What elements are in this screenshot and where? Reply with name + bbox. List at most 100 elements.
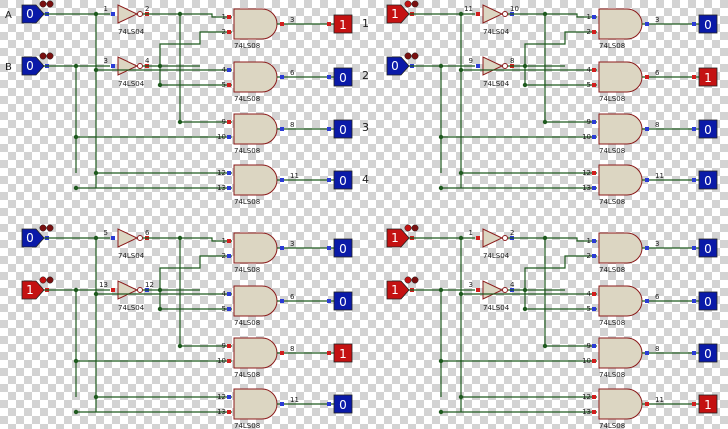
pin-high-marker (227, 359, 231, 363)
probe-led-icon (39, 276, 47, 284)
and-part-label: 74LS08 (234, 266, 260, 274)
and-pin-in-2: 13 (582, 184, 591, 192)
pin-low-marker (280, 299, 284, 303)
probe-led-icon (404, 0, 412, 8)
pin-high-marker (227, 15, 231, 19)
input-value: 1 (26, 283, 34, 297)
input-probe (21, 4, 45, 24)
wire-junction (438, 185, 444, 191)
output-value: 0 (339, 242, 347, 256)
pin-low-marker (692, 178, 696, 182)
wire-junction (73, 409, 79, 415)
pin-low-marker (592, 120, 596, 124)
wire (524, 31, 597, 66)
output-probe (698, 238, 718, 258)
and-pin-in-2: 2 (222, 28, 226, 36)
inverter-pin-in: 3 (469, 281, 473, 289)
inverter-part-label: 74LS04 (483, 304, 510, 312)
probe-led-icon (404, 224, 412, 232)
not-gate-icon (117, 4, 139, 24)
and-pin-in-2: 2 (587, 28, 591, 36)
inverter-pin-out: 4 (145, 57, 150, 65)
output-4-label: 4 (362, 173, 369, 186)
pin-high-marker (592, 395, 596, 399)
and-pin-in-1: 12 (582, 393, 591, 401)
output-probe (698, 67, 718, 87)
pin-low-marker (280, 246, 284, 250)
pin-low-marker (692, 22, 696, 26)
and-pin-in-2: 2 (222, 252, 226, 260)
not-gate-icon (482, 4, 504, 24)
output-value: 0 (704, 295, 712, 309)
inverter-pin-in: 11 (464, 5, 473, 13)
probe-led-icon (39, 52, 47, 60)
probe-led-icon (39, 224, 47, 232)
inverter-bubble (502, 287, 508, 293)
and-gate-icon (233, 61, 278, 93)
pin-low-marker (645, 246, 649, 250)
probe-led-icon (404, 52, 412, 60)
pin-low-marker (111, 12, 115, 16)
pin-low-marker (592, 135, 596, 139)
pin-high-marker (592, 83, 596, 87)
input-probe (21, 280, 45, 300)
wire-junction (542, 119, 548, 125)
pin-low-marker (592, 254, 596, 258)
labels-layer: A B 1 2 3 4 (5, 10, 369, 186)
and-gate-icon (598, 337, 643, 369)
and-pin-out: 8 (655, 121, 659, 129)
output-probe (698, 291, 718, 311)
pin-high-marker (111, 288, 115, 292)
and-pin-in-1: 4 (587, 290, 592, 298)
inverter-bubble (502, 63, 508, 69)
output-value: 0 (704, 123, 712, 137)
pin-low-marker (692, 299, 696, 303)
inverter-bubble (502, 11, 508, 17)
output-probe (333, 394, 353, 414)
and-pin-in-1: 12 (582, 169, 591, 177)
output-probe (698, 394, 718, 414)
output-1-label: 1 (362, 17, 369, 30)
input-value: 0 (26, 59, 34, 73)
wire-junction (438, 409, 444, 415)
and-pin-in-1: 9 (222, 342, 226, 350)
inverter-part-label: 74LS04 (483, 28, 510, 36)
wire-junction (542, 343, 548, 349)
and-part-label: 74LS08 (599, 422, 625, 429)
pin-high-marker (476, 236, 480, 240)
pin-low-marker (227, 68, 231, 72)
pin-low-marker (327, 75, 331, 79)
wire-junction (93, 291, 99, 297)
inverter-pin-in: 3 (104, 57, 108, 65)
inverter-pin-in: 1 (469, 229, 473, 237)
output-3-label: 3 (362, 121, 369, 134)
output-probe (333, 343, 353, 363)
and-gate-icon (598, 232, 643, 264)
wire-junction (157, 306, 163, 312)
pin-high-marker (692, 402, 696, 406)
pin-high-marker (227, 30, 231, 34)
pin-low-marker (592, 186, 596, 190)
pin-high-marker (692, 75, 696, 79)
wire-junction (522, 306, 528, 312)
output-value: 0 (339, 398, 347, 412)
pin-low-marker (227, 186, 231, 190)
inverter-pin-out: 6 (145, 229, 150, 237)
probe-led-icon (46, 52, 54, 60)
pin-low-marker (592, 307, 596, 311)
input-probe (386, 56, 410, 76)
wire-junction (458, 67, 464, 73)
and-part-label: 74LS08 (234, 95, 260, 103)
and-pin-out: 6 (655, 69, 660, 77)
probe-led-icon (411, 52, 419, 60)
output-value: 0 (339, 174, 347, 188)
pin-high-marker (592, 68, 596, 72)
wire (159, 255, 232, 290)
output-probe (698, 170, 718, 190)
output-value: 0 (339, 295, 347, 309)
pin-low-marker (476, 64, 480, 68)
and-pin-in-2: 10 (582, 357, 591, 365)
